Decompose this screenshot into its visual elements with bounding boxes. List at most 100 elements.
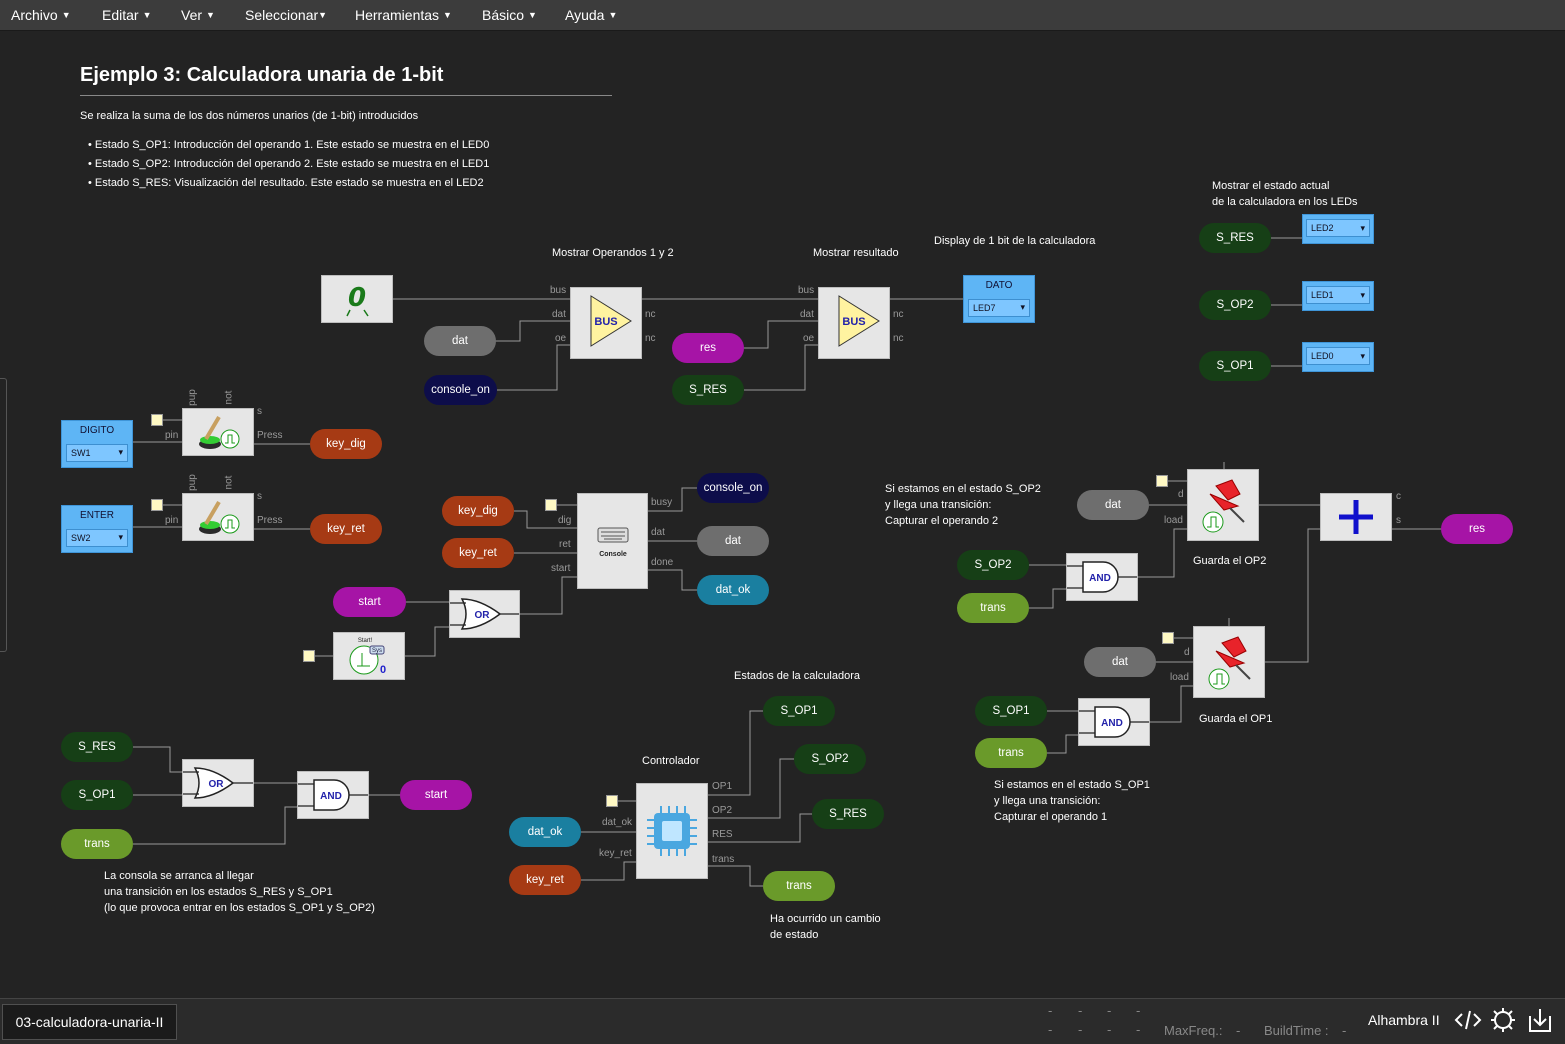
menu-herramientas[interactable]: Herramientas▼ [355, 7, 452, 23]
side-panel-handle[interactable] [0, 378, 7, 652]
clock-checkbox[interactable] [545, 499, 557, 511]
and-gate-icon: AND [1067, 561, 1137, 593]
label-s-op1[interactable]: S_OP1 [1199, 351, 1271, 381]
code-icon[interactable] [1453, 1006, 1483, 1034]
and-gate[interactable]: AND [297, 771, 369, 819]
label-s-op2[interactable]: S_OP2 [1199, 290, 1271, 320]
input-digito[interactable]: DIGITO SW1 [61, 420, 133, 468]
pin-select[interactable]: LED2 [1306, 219, 1370, 237]
menu-archivo[interactable]: Archivo▼ [11, 7, 71, 23]
label-key-ret[interactable]: key_ret [509, 865, 581, 895]
status-value: - [1136, 1003, 1141, 1018]
adder-block[interactable] [1320, 493, 1392, 541]
port-label: load [1164, 515, 1183, 526]
chevron-down-icon: ▼ [443, 10, 452, 20]
pin-select[interactable]: SW1 [66, 444, 128, 462]
status-value: - [1136, 1022, 1141, 1037]
label-s-res[interactable]: S_RES [61, 732, 133, 762]
label-dat[interactable]: dat [424, 326, 496, 356]
pin-select[interactable]: LED7 [968, 299, 1030, 317]
board-selector[interactable]: Alhambra II [1368, 1012, 1440, 1028]
status-value: - [1107, 1003, 1112, 1018]
file-tab[interactable]: 03-calculadora-unaria-II [2, 1004, 177, 1040]
label-key-dig[interactable]: key_dig [442, 496, 514, 526]
clock-checkbox[interactable] [151, 414, 163, 426]
intro-text: Se realiza la suma de los dos números un… [80, 110, 419, 122]
menu-ayuda[interactable]: Ayuda▼ [565, 7, 618, 23]
and-gate[interactable]: AND [1078, 698, 1150, 746]
clock-checkbox[interactable] [151, 499, 163, 511]
label-start[interactable]: start [400, 780, 472, 810]
constant-icon: 0 [346, 283, 369, 317]
button-block[interactable] [182, 493, 254, 541]
label-console-on[interactable]: console_on [697, 473, 769, 503]
upload-icon[interactable] [1525, 1006, 1555, 1034]
label-key-dig[interactable]: key_dig [310, 429, 382, 459]
label-s-op1[interactable]: S_OP1 [763, 696, 835, 726]
label-start[interactable]: start [333, 587, 406, 617]
pin-select[interactable]: LED1 [1306, 286, 1370, 304]
port-label: pin [165, 515, 179, 526]
bus-block[interactable]: BUS [570, 287, 642, 359]
chevron-down-icon: ▼ [61, 10, 71, 20]
clock-checkbox[interactable] [1156, 475, 1168, 487]
output-led0[interactable]: LED0 [1302, 342, 1374, 372]
label-trans[interactable]: trans [61, 829, 133, 859]
menu-editar[interactable]: Editar▼ [102, 7, 152, 23]
and-gate-icon: AND [298, 779, 368, 811]
port-label: nc [893, 309, 904, 320]
and-gate[interactable]: AND [1066, 553, 1138, 601]
input-label: ENTER [80, 510, 114, 521]
output-led2[interactable]: LED2 [1302, 214, 1374, 244]
pin-select[interactable]: SW2 [66, 529, 128, 547]
constant-block[interactable]: 0 [321, 275, 393, 323]
label-s-op1[interactable]: S_OP1 [61, 780, 133, 810]
label-console-on[interactable]: console_on [424, 375, 497, 405]
menu-seleccionar[interactable]: Seleccionar▼ [245, 7, 328, 23]
label-trans[interactable]: trans [975, 738, 1047, 768]
register-op2[interactable] [1187, 469, 1259, 541]
or-gate[interactable]: OR [182, 759, 254, 807]
bus-block[interactable]: BUS [818, 287, 890, 359]
clock-checkbox[interactable] [1162, 632, 1174, 644]
start-block[interactable]: Start! Sys 0 [333, 632, 405, 680]
menu-ver[interactable]: Ver▼ [181, 7, 215, 23]
controller-block[interactable] [636, 783, 708, 879]
button-block[interactable] [182, 408, 254, 456]
clock-checkbox[interactable] [606, 795, 618, 807]
clock-checkbox[interactable] [303, 650, 315, 662]
pin-select[interactable]: LED0 [1306, 347, 1370, 365]
label-trans[interactable]: trans [957, 593, 1029, 623]
output-led1[interactable]: LED1 [1302, 281, 1374, 311]
pushpin-icon [1208, 636, 1251, 690]
label-s-res[interactable]: S_RES [1199, 223, 1271, 253]
register-op1[interactable] [1193, 626, 1265, 698]
label-trans[interactable]: trans [763, 871, 835, 901]
chip-icon [647, 806, 697, 856]
label-dat[interactable]: dat [1077, 490, 1149, 520]
label-s-op2[interactable]: S_OP2 [794, 744, 866, 774]
label-s-res[interactable]: S_RES [812, 799, 884, 829]
label-dat[interactable]: dat [697, 526, 769, 556]
label-dat-ok[interactable]: dat_ok [509, 817, 581, 847]
port-label: d [1184, 647, 1190, 658]
label-res[interactable]: res [672, 333, 744, 363]
output-dato[interactable]: DATO LED7 [963, 275, 1035, 323]
input-enter[interactable]: ENTER SW2 [61, 505, 133, 553]
verify-gear-icon[interactable] [1488, 1006, 1518, 1034]
label-s-op2[interactable]: S_OP2 [957, 550, 1029, 580]
label-key-ret[interactable]: key_ret [310, 514, 382, 544]
label-s-op1[interactable]: S_OP1 [975, 696, 1047, 726]
label-res[interactable]: res [1441, 514, 1513, 544]
port-label: done [651, 557, 674, 568]
label-dat-ok[interactable]: dat_ok [697, 575, 769, 605]
menu-basico[interactable]: Básico▼ [482, 7, 537, 23]
console-block[interactable]: Console [577, 493, 648, 589]
or-gate[interactable]: OR [449, 590, 520, 638]
port-label: dig [558, 515, 572, 526]
label-dat[interactable]: dat [1084, 647, 1156, 677]
label-s-res[interactable]: S_RES [672, 375, 744, 405]
port-label: not [223, 390, 235, 405]
label-key-ret[interactable]: key_ret [442, 538, 514, 568]
svg-text:BUS: BUS [842, 316, 865, 328]
